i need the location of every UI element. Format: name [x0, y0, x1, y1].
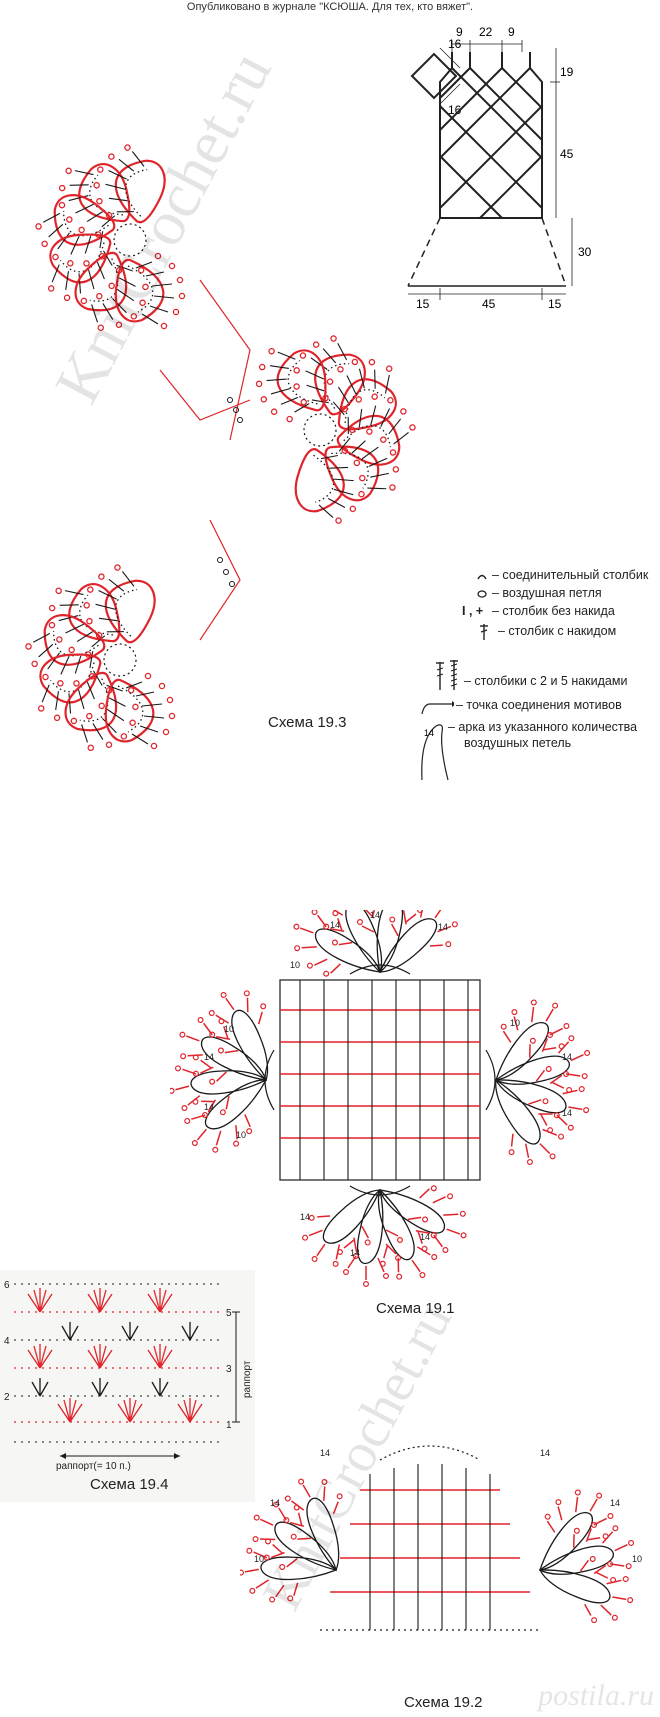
schema-19-3-label: Схема 19.3 [268, 714, 347, 731]
s191-arch-13: 14 [350, 1248, 360, 1258]
legend-slip-stitch: – соединительный столбик [492, 568, 649, 582]
s192-arch-5: 14 [270, 1498, 280, 1508]
double-crochet-icon [480, 624, 488, 640]
multi-crochet-icon [436, 660, 458, 690]
legend-chain: – воздушная петля [492, 586, 602, 600]
s191-arch-7: 14 [562, 1108, 572, 1118]
s192-arch-1: 14 [320, 1448, 330, 1458]
schema-19-2-diagram: 14 14 10 10 14 14 [240, 1445, 647, 1631]
s191-arch-5: 10 [510, 1018, 520, 1028]
legend-arch-line2: воздушных петель [464, 736, 572, 750]
legend-double-crochet: – столбик с накидом [498, 624, 617, 638]
dim-right-middle: 45 [560, 147, 574, 161]
s192-arch-4: 10 [632, 1554, 642, 1564]
arch-number: 14 [424, 728, 434, 738]
legend-single-crochet: – столбик без накида [492, 604, 615, 618]
garment-schematic: 16 16 9 22 9 19 45 30 15 45 15 [407, 25, 592, 308]
dim-right-upper: 19 [560, 65, 574, 79]
rapport-horizontal: раппорт(= 10 п.) [56, 1461, 131, 1472]
schema-19-2-label: Схема 19.2 [404, 1694, 483, 1711]
row-num-1: 1 [226, 1420, 232, 1431]
s191-arch-4: 10 [290, 960, 300, 970]
row-num-3: 3 [226, 1364, 232, 1375]
s191-arch-10: 14 [204, 1052, 214, 1062]
legend-join-point: – точка соединения мотивов [456, 698, 622, 712]
s192-arch-2: 14 [540, 1448, 550, 1458]
legend-multi-crochet: – столбики с 2 и 5 накидами [464, 674, 628, 688]
schema-19-4-label: Схема 19.4 [90, 1476, 169, 1493]
slip-stitch-icon [477, 574, 487, 580]
single-crochet-symbols: I , + [462, 604, 484, 618]
s191-arch-14: 14 [420, 1232, 430, 1242]
s191-arch-11: 14 [204, 1102, 214, 1112]
dim-bottom-2: 45 [482, 297, 496, 308]
dim-bottom-3: 15 [548, 297, 562, 308]
row-num-5: 5 [226, 1308, 232, 1319]
legend-arch-line1: – арка из указанного количества [448, 720, 638, 734]
s191-arch-3: 14 [438, 922, 448, 932]
s191-arch-2: 14 [370, 910, 380, 920]
dim-top-2: 22 [479, 25, 493, 39]
s192-arch-6: 14 [610, 1498, 620, 1508]
s191-arch-8: 10 [224, 1024, 234, 1034]
motif-square [410, 52, 458, 100]
publication-header: Опубликовано в журнале "КСЮША. Для тех, … [186, 1, 474, 13]
row-num-4: 4 [4, 1336, 10, 1347]
arch-icon: 14 [421, 724, 449, 781]
legend: – соединительный столбик – воздушная пет… [418, 568, 658, 781]
row-num-2: 2 [4, 1392, 10, 1403]
schema-19-1-label: Схема 19.1 [376, 1300, 455, 1317]
dim-top-3: 9 [508, 25, 515, 39]
schema-19-3-diagram [14, 136, 424, 765]
dim-bottom-1: 15 [416, 297, 430, 308]
s191-arch-1: 14 [330, 920, 340, 930]
join-point-icon [421, 701, 454, 715]
row-num-6: 6 [4, 1280, 10, 1291]
chain-icon [477, 590, 487, 598]
s191-arch-12: 14 [300, 1212, 310, 1222]
rapport-vertical: раппорт [242, 1360, 253, 1398]
s191-arch-9: 10 [236, 1130, 246, 1140]
dim-top-1: 9 [456, 25, 463, 39]
s192-arch-3: 10 [254, 1554, 264, 1564]
brand-watermark: postila.ru [538, 1679, 654, 1712]
schema-19-1-diagram: 14 14 14 10 10 14 14 10 10 14 14 14 14 1… [170, 910, 603, 1290]
s191-arch-6: 14 [562, 1052, 572, 1062]
schema-19-4-diagram: 6 4 2 5 3 1 [4, 1280, 253, 1472]
dim-right-lower: 30 [578, 245, 592, 259]
motif-side-b: 16 [448, 103, 462, 117]
